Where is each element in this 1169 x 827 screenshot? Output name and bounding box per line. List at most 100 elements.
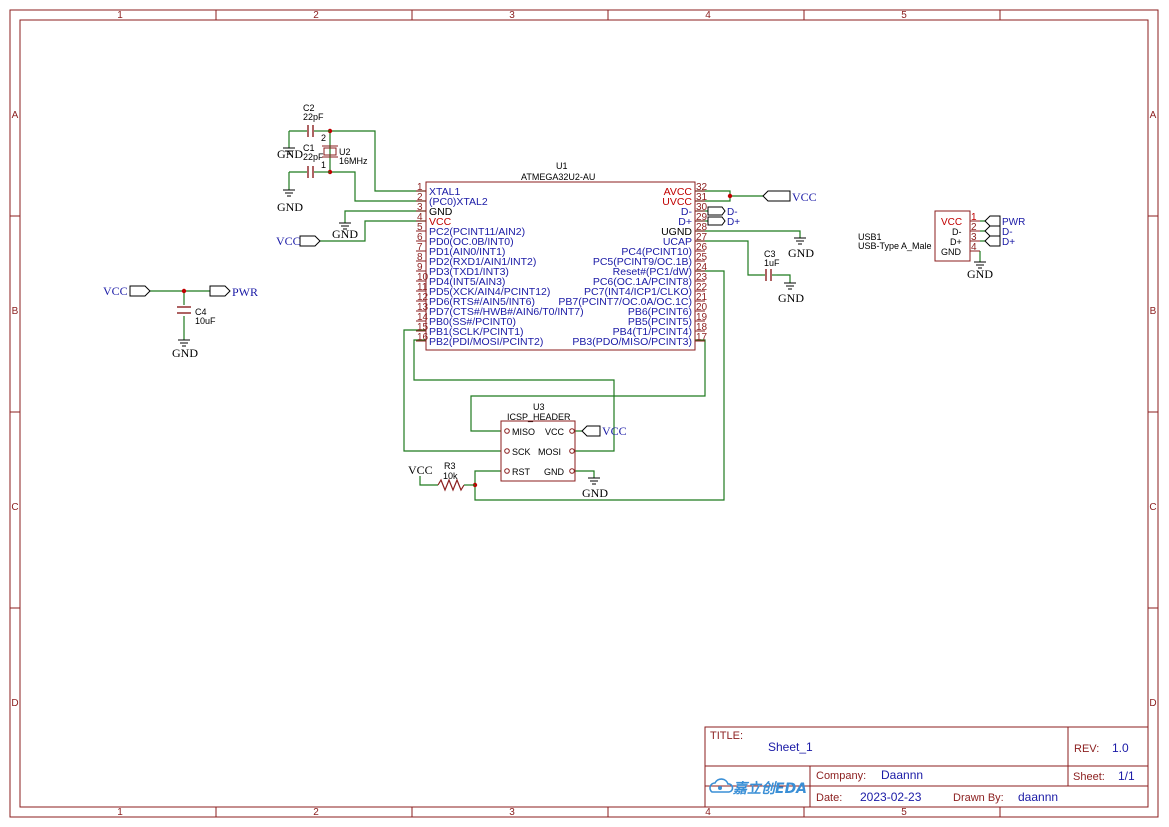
u1-pin-number: 3 <box>417 202 423 213</box>
u1-pin-number: 11 <box>417 282 428 293</box>
u1-pin-number: 29 <box>696 212 708 223</box>
rev-label: REV: <box>1074 743 1099 755</box>
c2-ref: C2 <box>303 103 315 113</box>
u1-pin-number: 5 <box>417 222 423 233</box>
u1-pin-name: PB4(T1/PCINT4) <box>613 326 692 338</box>
company-label: Company: <box>816 770 866 782</box>
title-block: TITLE: Sheet_1 REV: 1.0 Company: Daannn … <box>704 726 1149 808</box>
date-label: Date: <box>816 792 842 804</box>
u3-value: ICSP_HEADER <box>507 412 571 422</box>
u1-pin-number: 17 <box>696 332 708 343</box>
col-label-2-bottom: 2 <box>313 807 319 818</box>
u1-pin-number: 30 <box>696 202 708 213</box>
row-label-a-right: A <box>1150 110 1157 121</box>
col-label-1: 1 <box>117 10 123 21</box>
u1-pin-number: 9 <box>417 262 423 273</box>
u1-pin-name: D+ <box>678 216 692 228</box>
u1-pin-number: 28 <box>696 222 708 233</box>
u1-pin-17: 17 PB3(PDO/MISO/PCINT3) <box>572 332 707 348</box>
dminus-label: D- <box>727 207 738 218</box>
u1-pin-number: 32 <box>696 182 708 193</box>
crystal-u2: 2 1 U2 16MHz <box>321 133 368 170</box>
u3-pin-sck: SCK <box>512 447 531 457</box>
col-label-4-bottom: 4 <box>705 807 711 818</box>
usb1-pinnum-3: 3 <box>971 232 977 243</box>
u1-pin-name: PC4(PCINT10) <box>621 246 692 258</box>
u1-pin-name: PC6(OC.1A/PCINT8) <box>593 276 692 288</box>
junction-dot <box>727 193 733 199</box>
vcc-label: VCC <box>276 234 301 248</box>
u1-pin-name: PD4(INT5/AIN3) <box>429 276 505 288</box>
u1-pin-number: 12 <box>417 292 429 303</box>
u1-pin-number: 14 <box>417 312 429 323</box>
u1-pin-28: 28 UGND <box>661 222 707 238</box>
col-label-3-bottom: 3 <box>509 807 515 818</box>
u1-pin-name: PC5(PCINT9/OC.1B) <box>593 256 692 268</box>
u1-pin-5: 5 PC2(PCINT11/AIN2) <box>416 222 525 238</box>
capacitor-c2: C2 22pF <box>289 103 330 137</box>
u1-pin-name: D- <box>681 206 693 218</box>
resistor-r3: VCC R3 10k <box>408 461 475 492</box>
title-label: TITLE: <box>710 730 743 742</box>
col-label-1-bottom: 1 <box>117 807 123 818</box>
u3-pin-mosi: MOSI <box>538 447 561 457</box>
sheet-number: 1/1 <box>1118 769 1135 783</box>
dplus-label: D+ <box>1002 237 1015 248</box>
u1-pin-name: PC2(PCINT11/AIN2) <box>429 226 525 238</box>
u1-pin-name: PB7(PCINT7/OC.0A/OC.1C) <box>558 296 692 308</box>
u1-pin-number: 20 <box>696 302 708 313</box>
col-label-5: 5 <box>901 10 907 21</box>
gnd-symbol: GND <box>778 282 804 305</box>
capacitor-c1: C1 22pF <box>289 143 330 178</box>
company-value: Daannn <box>881 768 923 782</box>
col-label-3: 3 <box>509 10 515 21</box>
col-label-2: 2 <box>313 10 319 21</box>
u1-pin-name: PB6(PCINT6) <box>628 306 692 318</box>
dminus-net-flag: D- <box>707 206 738 218</box>
u1-pin-number: 10 <box>417 272 429 283</box>
sheet-label: Sheet: <box>1073 771 1105 783</box>
sheet-title: Sheet_1 <box>768 740 813 754</box>
u3-ref: U3 <box>533 402 545 412</box>
u1-pin-number: 27 <box>696 232 708 243</box>
u3-pin-gnd: GND <box>544 467 565 477</box>
capacitor-c4: C4 10uF <box>177 306 216 326</box>
u1-pin-name: UGND <box>661 226 692 238</box>
usb1-pinnum-1: 1 <box>971 212 977 223</box>
u1-pin-number: 13 <box>417 302 429 313</box>
row-label-c: C <box>11 502 18 513</box>
u2-ref: U2 <box>339 147 351 157</box>
u1-pin-name: PD1(AIN0/INT1) <box>429 246 505 258</box>
header-u3: U3 ICSP_HEADER MISO VCC SCK MOSI RST GND <box>500 402 576 482</box>
u3-pin-miso: MISO <box>512 427 535 437</box>
vcc-net-flag: VCC <box>762 190 817 204</box>
gnd-symbol: GND <box>967 261 993 281</box>
usb1-ref: USB1 <box>858 232 882 242</box>
u1-pin-name: PB3(PDO/MISO/PCINT3) <box>572 336 692 348</box>
u1-pin-name: AVCC <box>664 186 693 198</box>
revision-value: 1.0 <box>1112 741 1129 755</box>
dplus-label: D+ <box>727 217 740 228</box>
u1-pin-number: 19 <box>696 312 708 323</box>
cloud-icon <box>709 778 734 793</box>
vcc-net-flag: VCC <box>276 234 321 248</box>
vcc-net-flag: VCC <box>581 424 627 438</box>
dminus-net-flag: D- <box>984 225 1013 238</box>
pwr-label: PWR <box>1002 217 1025 228</box>
date-value: 2023-02-23 <box>860 790 922 804</box>
